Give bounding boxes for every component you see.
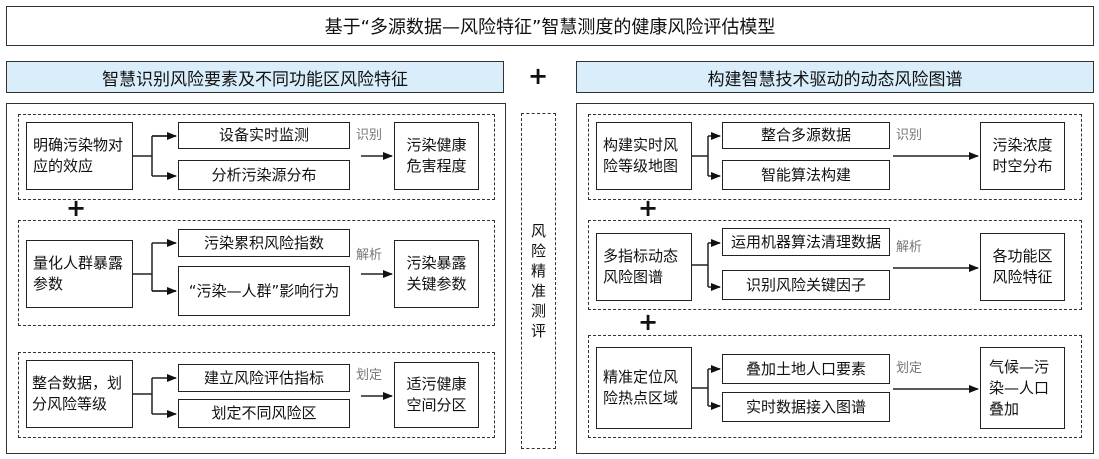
- branch-connector: [133, 135, 176, 176]
- left-group-1-branch-2: 分析污染源分布: [178, 160, 350, 190]
- middle-label: 风险精准测评: [530, 222, 546, 340]
- right-group-2-source: 多指标动态风险图谱: [596, 233, 692, 301]
- right-group-1-action: 识别: [896, 128, 923, 143]
- right-header: 构建智慧技术驱动的动态风险图谱: [576, 61, 1094, 93]
- left-group-2-branch-2: “污染—人群”影响行为: [178, 266, 350, 316]
- left-group-3-branch-2: 划定不同风险区: [178, 399, 350, 428]
- right-group-1-result: 污染浓度时空分布: [980, 122, 1065, 190]
- right-group-3-action: 划定: [896, 361, 923, 376]
- left-group-1-source: 明确污染物对应的效应: [26, 122, 133, 190]
- right-group-3-branch-1: 叠加土地人口要素: [722, 354, 890, 384]
- right-group-3-result: 气候—污染—人口叠加: [980, 347, 1065, 429]
- right-group-3-branch-2: 实时数据接入图谱: [722, 392, 890, 422]
- right-group-2-branch-1: 运用机器算法清理数据: [722, 228, 890, 256]
- plus-icon: +: [66, 194, 87, 222]
- right-group-1: [588, 114, 1082, 200]
- right-group-1-source: 构建实时风险等级地图: [596, 122, 692, 190]
- right-group-3-source: 精准定位风险热点区域: [596, 347, 692, 429]
- left-group-1: [18, 114, 495, 200]
- left-group-3-result: 适污健康空间分区: [394, 362, 479, 428]
- left-header: 智慧识别风险要素及不同功能区风险特征: [6, 61, 504, 93]
- left-group-3-source: 整合数据，划分风险等级: [26, 360, 133, 428]
- right-group-2-result: 各功能区风险特征: [980, 233, 1065, 301]
- left-group-1-action: 识别: [356, 128, 383, 143]
- left-group-3-branch-1: 建立风险评估指标: [178, 364, 350, 392]
- left-group-2-source: 量化人群暴露参数: [26, 240, 133, 308]
- left-group-2-action: 解析: [356, 248, 383, 263]
- plus-icon: +: [638, 308, 659, 336]
- diagram-title-text: 基于“多源数据—风险特征”智慧测度的健康风险评估模型: [324, 17, 776, 38]
- right-header-text: 构建智慧技术驱动的动态风险图谱: [707, 69, 963, 90]
- left-group-3-action: 划定: [356, 368, 383, 383]
- left-group-2-branch-1: 污染累积风险指数: [178, 229, 350, 257]
- right-group-2-action: 解析: [896, 240, 923, 255]
- middle-evaluation-box: 风险精准测评: [521, 113, 556, 449]
- left-group-2-result: 污染暴露关键参数: [394, 240, 479, 308]
- left-group-1-result: 污染健康危害程度: [394, 122, 479, 190]
- plus-icon: +: [528, 62, 549, 90]
- left-header-text: 智慧识别风险要素及不同功能区风险特征: [102, 69, 408, 90]
- right-group-3: [588, 335, 1082, 438]
- right-group-2-branch-2: 识别风险关键因子: [722, 270, 890, 300]
- left-group-2: [18, 220, 495, 326]
- right-group-1-branch-2: 智能算法构建: [722, 160, 890, 190]
- right-group-2: [588, 220, 1082, 310]
- plus-icon: +: [638, 194, 659, 222]
- left-group-1-branch-1: 设备实时监测: [178, 122, 350, 149]
- right-group-1-branch-1: 整合多源数据: [722, 122, 890, 149]
- diagram-title: 基于“多源数据—风险特征”智慧测度的健康风险评估模型: [6, 6, 1094, 46]
- left-group-3: [18, 352, 495, 438]
